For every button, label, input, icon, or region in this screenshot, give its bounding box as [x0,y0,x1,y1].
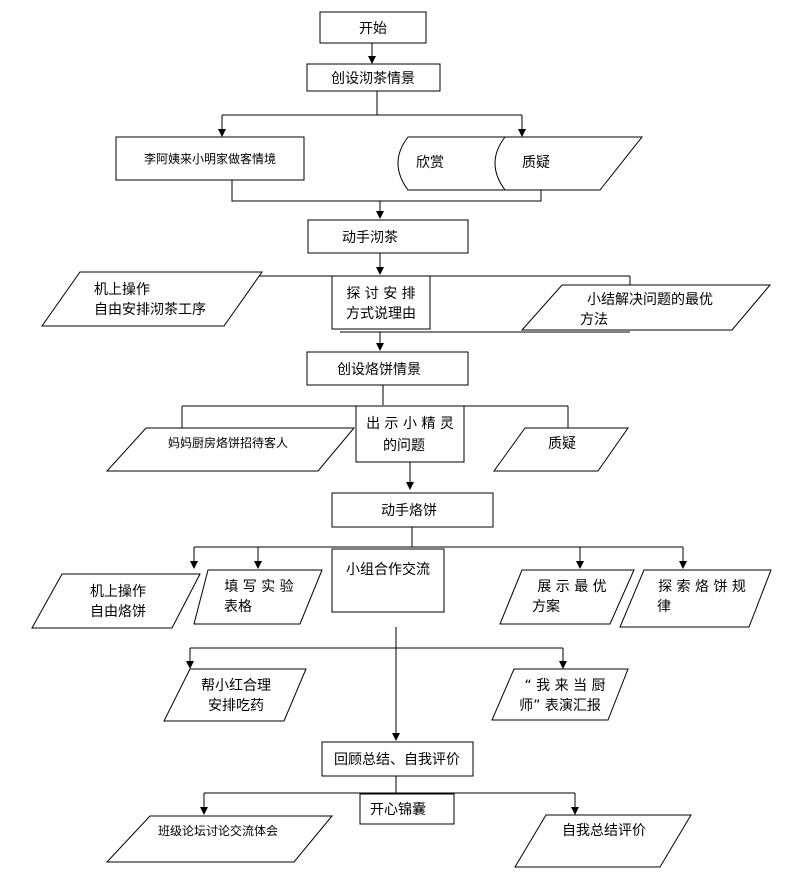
self-eval-label: 自我总结评价 [562,823,646,839]
line-merge-1 [231,180,542,202]
show-best-label-1: 展 示 最 优 [537,579,606,595]
explore-node: 探 索 烙 饼 规 律 [619,569,772,628]
question2-node: 质疑 [493,427,629,472]
chef-label-2: 师” 表演汇报 [519,698,601,714]
show-best-label-2: 方案 [532,598,560,615]
mom-kitchen-node: 妈妈厨房烙饼招待客人 [105,427,356,472]
summary-node: 小结解决问题的最优 方法 [520,284,772,331]
create-pancake-scene-node: 创设烙饼情景 [306,351,469,386]
pancake-operation-label-1: 机上操作 [90,584,146,600]
summary-label-2: 方法 [580,312,608,328]
tea-operation-label-1: 机上操作 [94,282,150,298]
help-red-label-1: 帮小红合理 [201,678,271,694]
elf-question-label-2: 的问题 [383,438,425,454]
mom-kitchen-label: 妈妈厨房烙饼招待客人 [168,435,288,450]
discuss-label-1: 探 讨 安 排 [346,286,415,302]
create-tea-scene-label: 创设沏茶情景 [331,71,415,87]
summary-label-1: 小结解决问题的最优 [587,292,713,308]
elf-question-label-1: 出 示 小 精 灵 [366,416,454,432]
pancake-operation-node: 机上操作 自由烙饼 [31,573,201,629]
guest-scene-label: 李阿姨来小明家做客情境 [144,151,276,166]
guest-scene-node: 李阿姨来小明家做客情境 [115,136,305,181]
create-tea-scene-node: 创设沏茶情景 [306,63,441,92]
show-best-node: 展 示 最 优 方案 [499,569,635,625]
fill-table-node: 填 写 实 验 表格 [193,569,323,625]
review-label: 回顾总结、自我评价 [334,752,460,768]
self-eval-node: 自我总结评价 [514,814,692,868]
appreciate-question-node: 欣赏 质疑 [397,136,644,191]
fill-table-label-2: 表格 [224,599,252,615]
make-tea-node: 动手沏茶 [307,219,469,254]
question1-label: 质疑 [522,155,550,171]
chef-node: “ 我 来 当 厨 师” 表演汇报 [491,668,629,721]
pancake-operation-label-2: 自由烙饼 [90,604,146,620]
group-exchange-node: 小组合作交流 [331,548,445,613]
happy-bag-label: 开心锦囊 [370,801,426,818]
create-pancake-scene-label: 创设烙饼情景 [337,362,421,378]
make-pancake-node: 动手烙饼 [331,492,494,528]
start-label: 开始 [359,21,387,37]
appreciate-label: 欣赏 [416,155,444,171]
make-pancake-label: 动手烙饼 [381,503,437,519]
elf-question-node: 出 示 小 精 灵 的问题 [355,405,465,463]
explore-label-1: 探 索 烙 饼 规 [658,578,746,595]
happy-bag-node: 开心锦囊 [359,793,455,825]
forum-label: 班级论坛讨论交流体会 [158,823,278,838]
discuss-node: 探 讨 安 排 方式说理由 [331,275,431,330]
group-exchange-label: 小组合作交流 [346,561,430,578]
explore-label-2: 律 [657,599,671,615]
question2-label: 质疑 [548,436,576,452]
forum-node: 班级论坛讨论交流体会 [105,815,334,863]
fill-table-label-1: 填 写 实 验 [224,579,293,595]
help-red-label-2: 安排吃药 [208,698,264,714]
review-node: 回顾总结、自我评价 [321,741,474,777]
make-tea-label: 动手沏茶 [342,230,398,246]
help-red-node: 帮小红合理 安排吃药 [163,668,307,722]
discuss-label-2: 方式说理由 [346,306,416,322]
start-node: 开始 [319,11,427,44]
tea-operation-node: 机上操作 自由安排沏茶工序 [41,271,263,327]
tea-operation-label-2: 自由安排沏茶工序 [94,302,206,318]
chef-label-1: “ 我 来 当 厨 [524,678,605,694]
